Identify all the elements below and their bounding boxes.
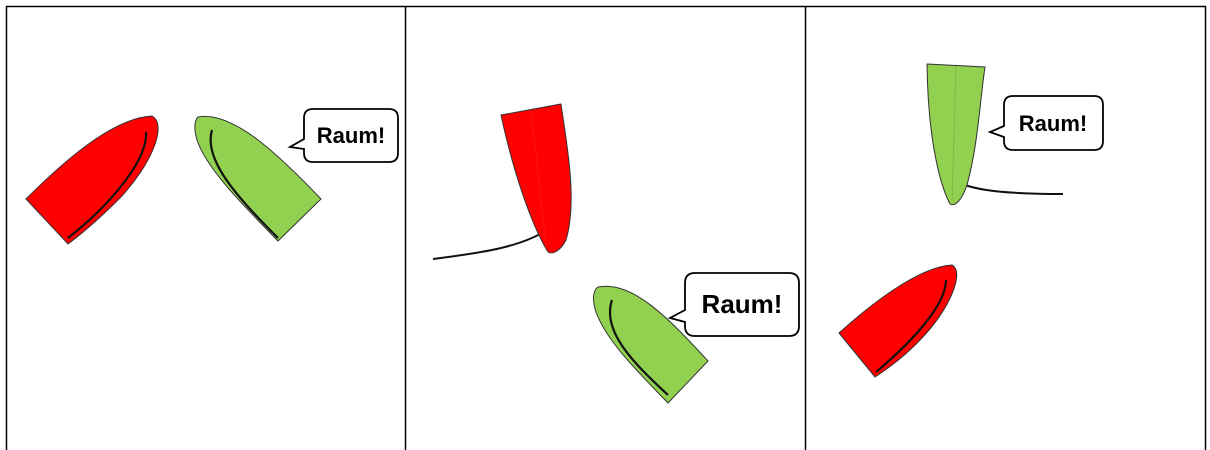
bubble-text: Raum! <box>702 289 783 319</box>
speech-bubble-icon <box>987 95 1104 151</box>
boat-centerline <box>608 299 669 396</box>
green-boat <box>194 115 322 242</box>
boat-hull-icon <box>926 63 986 206</box>
boat-centerline <box>530 109 547 246</box>
red-boat <box>500 103 572 254</box>
boat-centerline <box>209 129 279 239</box>
panel-1: Raum! <box>25 108 399 245</box>
green-boat <box>593 285 709 404</box>
bubble-text: Raum! <box>1019 111 1087 136</box>
wake-track <box>432 226 552 260</box>
room-call-bubble: Raum! <box>987 95 1104 151</box>
boat-hull-icon <box>500 103 572 254</box>
boat-centerline <box>875 279 948 373</box>
bubble-text: Raum! <box>317 123 385 148</box>
red-boat <box>838 264 958 378</box>
green-boat <box>926 63 986 206</box>
boat-hull-icon <box>25 115 159 245</box>
boat-hull-icon <box>194 115 322 242</box>
red-boat <box>25 115 159 245</box>
speech-bubble-icon <box>667 272 800 337</box>
boat-centerline <box>951 65 957 201</box>
room-call-bubble: Raum! <box>667 272 800 337</box>
panel-frame <box>5 5 1207 450</box>
panel-2: Raum! <box>432 103 800 404</box>
boat-hull-icon <box>593 285 709 404</box>
boat-hull-icon <box>838 264 958 378</box>
panel-3: Raum! <box>838 63 1104 378</box>
speech-bubble-icon <box>287 108 399 163</box>
room-call-bubble: Raum! <box>287 108 399 163</box>
boat-centerline <box>67 131 148 239</box>
